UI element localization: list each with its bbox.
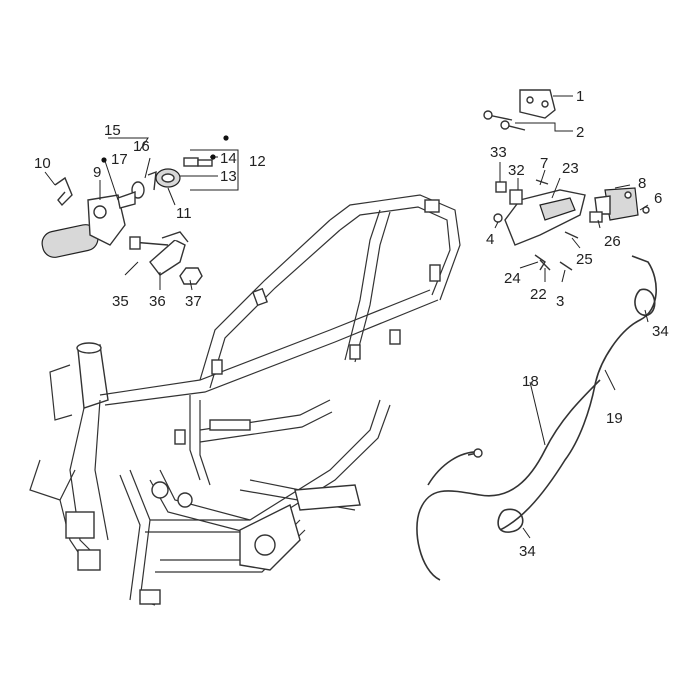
cables [416, 255, 657, 581]
pin-part-16 [147, 170, 157, 191]
bullet-dot [223, 135, 229, 141]
callout-12: 12 [249, 153, 266, 170]
callout-35: 35 [112, 293, 129, 310]
callout-34-upper: 34 [652, 323, 669, 340]
steering-lock-assembly [41, 170, 157, 258]
callout-16: 16 [133, 138, 150, 155]
callout-2: 2 [576, 124, 584, 141]
callout-4: 4 [486, 231, 494, 248]
callout-32: 32 [508, 162, 525, 179]
spring-clip-part-10 [54, 176, 73, 207]
clip-part-32 [509, 189, 523, 205]
bracket-part-36 [149, 239, 186, 276]
callout-18: 18 [522, 373, 539, 390]
spring-part-14 [183, 157, 199, 167]
callout-33: 33 [490, 144, 507, 161]
bullet-dot [101, 157, 107, 163]
callout-19: 19 [606, 410, 623, 427]
spring-part-24 [534, 254, 546, 271]
washer-part-4 [493, 213, 503, 223]
clip-part-22 [539, 259, 551, 271]
nut-part-37 [179, 267, 203, 285]
callout-11: 11 [176, 205, 192, 222]
callout-10: 10 [34, 155, 51, 172]
bracket-assembly [129, 231, 203, 285]
pin-part-7 [535, 179, 549, 185]
screw-part-6 [642, 206, 650, 214]
callout-13: 13 [220, 168, 237, 185]
callout-17: 17 [111, 151, 128, 168]
callout-26: 26 [604, 233, 621, 250]
seat-lock-assembly [483, 89, 650, 271]
callout-15: 15 [104, 122, 121, 139]
pin-part-25 [564, 231, 579, 239]
callout-3: 3 [556, 293, 564, 310]
bullet-dot [210, 154, 216, 160]
callout-8: 8 [638, 175, 646, 192]
callout-7: 7 [540, 155, 548, 172]
cable-part-18 [416, 379, 601, 581]
scooter-frame [29, 194, 461, 606]
bushing-assembly [155, 157, 213, 188]
callout-23: 23 [562, 160, 579, 177]
callout-36: 36 [149, 293, 166, 310]
bracket-part-1 [519, 89, 556, 119]
nut-part-33 [495, 181, 507, 193]
callout-25: 25 [576, 251, 593, 268]
callout-numbers: 1 2 3 4 6 7 8 9 10 11 12 13 14 15 16 17 … [34, 88, 669, 560]
callout-37: 37 [185, 293, 202, 310]
callout-14: 14 [220, 150, 237, 167]
callout-9: 9 [93, 164, 101, 181]
callout-6: 6 [654, 190, 662, 207]
callout-22: 22 [530, 286, 547, 303]
leader-lines [44, 95, 649, 539]
callout-34-lower: 34 [519, 543, 536, 560]
rod-part-3 [559, 261, 573, 271]
cable-part-19 [499, 255, 657, 531]
callout-24: 24 [504, 270, 521, 287]
fitting-part-26 [589, 211, 603, 223]
callout-1: 1 [576, 88, 584, 105]
